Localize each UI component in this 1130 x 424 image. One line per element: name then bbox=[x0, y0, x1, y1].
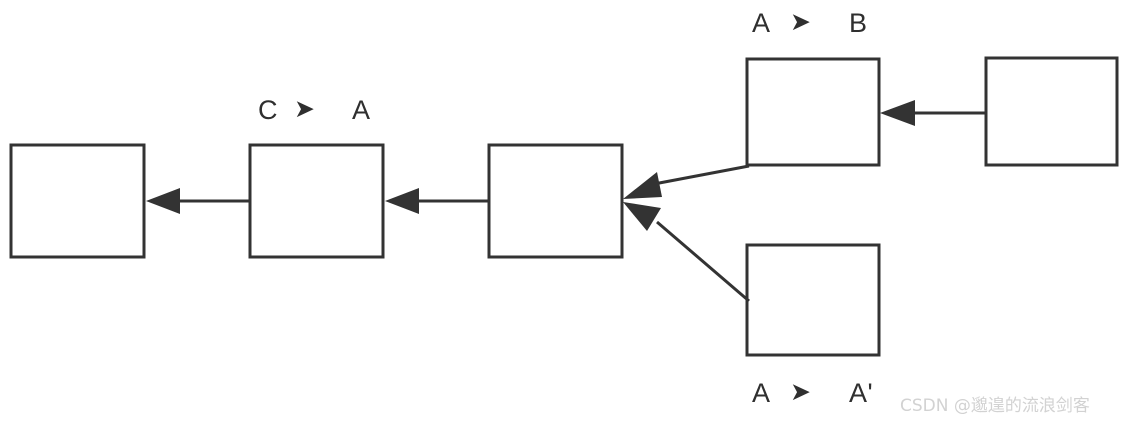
node-box-2[interactable] bbox=[248, 143, 385, 259]
arrowhead-diagonal-upper bbox=[623, 172, 662, 199]
node-box-5[interactable] bbox=[984, 56, 1119, 167]
arrowhead-left-2 bbox=[385, 188, 419, 214]
label-a-aprime-from: A bbox=[752, 378, 771, 408]
label-c-a-from: C bbox=[258, 95, 278, 125]
node-box-1[interactable] bbox=[9, 143, 146, 259]
node-box-4[interactable] bbox=[745, 57, 881, 167]
edge-node6-to-node3 bbox=[623, 202, 750, 303]
edge-label-c-to-a: C ➤ A bbox=[258, 94, 371, 125]
label-a-aprime-to: A' bbox=[849, 378, 873, 408]
csdn-watermark: CSDN @邈遑的流浪剑客 bbox=[900, 396, 1090, 416]
node-box-6[interactable] bbox=[745, 243, 881, 357]
edge-node5-to-node4 bbox=[880, 100, 986, 126]
edge-label-a-to-aprime: A ➤ A' bbox=[752, 377, 873, 408]
edge-label-a-to-b: A ➤ B bbox=[752, 7, 868, 38]
label-a-aprime-arrow-icon: ➤ bbox=[790, 377, 811, 406]
label-c-a-arrow-icon: ➤ bbox=[294, 94, 315, 123]
edge-node3-to-node2 bbox=[385, 188, 489, 214]
label-a-b-from: A bbox=[752, 8, 771, 38]
label-c-a-to: A bbox=[352, 95, 371, 125]
node-box-3[interactable] bbox=[487, 143, 624, 259]
edge-node4-to-node3 bbox=[623, 164, 750, 199]
edge-node2-to-node1 bbox=[146, 188, 250, 214]
label-a-b-arrow-icon: ➤ bbox=[790, 7, 811, 36]
label-a-b-to: B bbox=[849, 8, 868, 38]
arrowhead-left-3 bbox=[880, 100, 915, 126]
arrowhead-left-1 bbox=[146, 188, 180, 214]
arrowhead-diagonal-lower bbox=[623, 202, 661, 231]
